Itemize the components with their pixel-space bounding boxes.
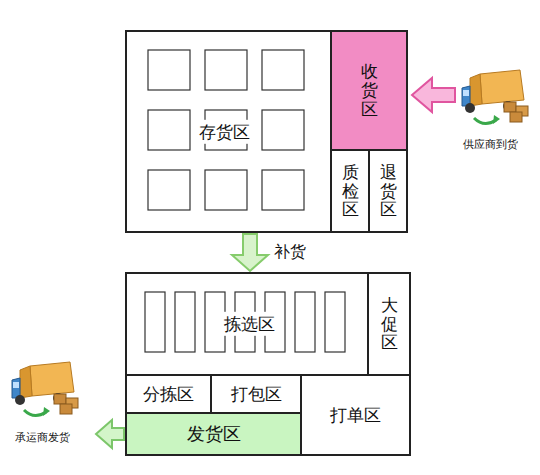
area-box: 大促区 [367,272,411,376]
replenish-arrow [232,234,268,271]
truck-caption: 承运商发货 [15,430,70,445]
area-label: 质检区 [342,163,359,219]
truck-caption: 供应商到货 [463,137,518,152]
area-box: 打单区 [300,374,411,456]
storage-racks [148,50,304,210]
area-label: 存货区 [195,120,254,144]
area-label: 发货区 [187,423,241,445]
area-box: 退货区 [368,149,408,233]
area-label: 退货区 [380,163,397,219]
area-label: 打包区 [231,384,282,404]
area-label: 拣选区 [220,312,279,336]
area-box: 质检区 [330,149,370,233]
inbound-arrow [412,78,455,112]
edge-label: 补货 [274,242,306,263]
area-label: 大促区 [381,296,398,352]
area-box: 打包区 [210,374,302,414]
area-label: 打单区 [330,405,381,425]
area-box: 发货区 [125,412,302,456]
carrier-truck [12,362,78,416]
area-box: 分拣区 [125,374,212,414]
area-box: 收货区 [330,30,408,151]
area-box: 存货区 收货区质检区 退货区 [125,30,408,233]
area-label: 收货区 [361,62,378,118]
supplier-truck [462,70,528,124]
area-box: 拣选区 大促区分拣区 打包区打单区发货区 [125,272,411,456]
area-label: 分拣区 [143,384,194,404]
outbound-arrow [96,420,124,448]
picking-shelves [145,292,345,352]
